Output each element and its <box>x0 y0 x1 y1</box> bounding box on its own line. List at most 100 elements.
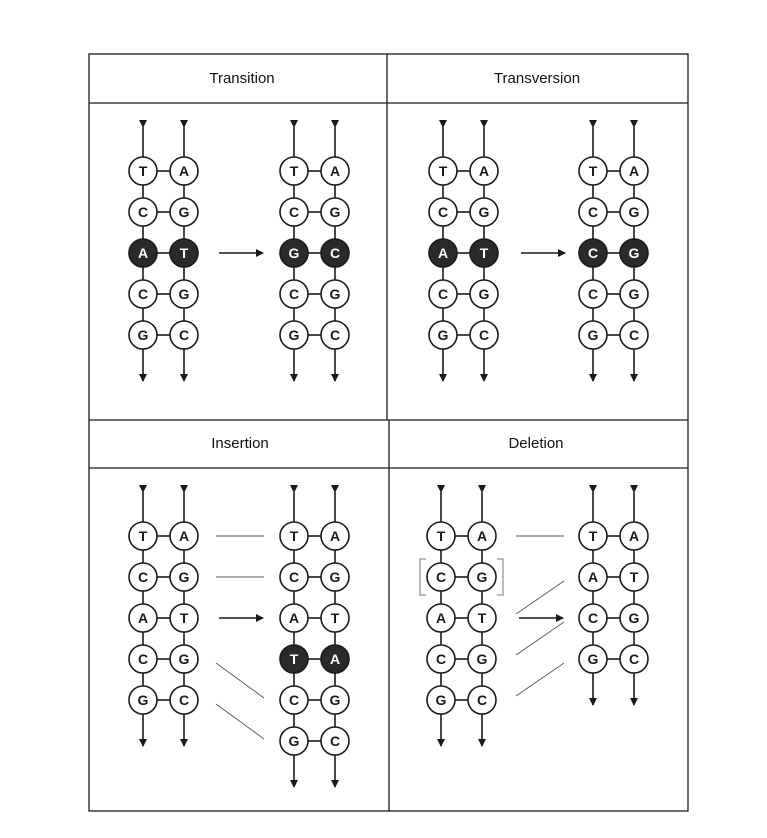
transversion-after-base-circle <box>578 156 608 186</box>
insertion-after-base-letter: C <box>289 692 299 708</box>
transversion-before-base-circle <box>428 320 458 350</box>
deletion-before-base-letter: A <box>436 610 446 626</box>
transversion-after-base-letter: C <box>588 286 598 302</box>
transition-before-base-letter: C <box>138 286 148 302</box>
transition-after-base-circle <box>279 238 309 268</box>
transition-before-base-letter: A <box>138 245 148 261</box>
transversion-before-base-circle <box>428 156 458 186</box>
deletion-after-base-circle <box>578 562 608 592</box>
insertion-after-base-letter: G <box>289 733 300 749</box>
insertion-before-base-circle <box>128 603 158 633</box>
transversion-before-base-letter: G <box>438 327 449 343</box>
transition-after-base-circle <box>279 279 309 309</box>
insertion-before-base-letter: C <box>138 651 148 667</box>
deletion-after-base-circle <box>578 603 608 633</box>
transversion-before-base-letter: A <box>479 163 489 179</box>
transition-before-base-letter: T <box>139 163 148 179</box>
deletion-before-base-circle <box>426 644 456 674</box>
insertion-after-base-circle <box>279 644 309 674</box>
deletion-before-base-circle <box>426 685 456 715</box>
deletion-after-base-letter: C <box>629 651 639 667</box>
transition-after-base-letter: T <box>290 163 299 179</box>
transversion-before-base-circle <box>428 279 458 309</box>
insertion-after-base-letter: G <box>330 692 341 708</box>
transition-after-base-letter: G <box>330 204 341 220</box>
insertion-before-base-letter: C <box>179 692 189 708</box>
insertion-after-base-circle <box>320 562 350 592</box>
transversion-after-base-circle <box>578 197 608 227</box>
insertion-before-base-circle <box>169 562 199 592</box>
insertion-before-base-letter: A <box>179 528 189 544</box>
insertion-after-base-letter: C <box>330 733 340 749</box>
insertion-before-base-letter: G <box>179 569 190 585</box>
transition-before-base-circle <box>128 156 158 186</box>
deletion-before-deletion-bracket-left <box>419 558 426 596</box>
insertion-guide-line <box>215 703 265 740</box>
transition-before-base-letter: C <box>138 204 148 220</box>
transversion-before-base-letter: C <box>479 327 489 343</box>
insertion-before-base-letter: G <box>179 651 190 667</box>
insertion-after-base-circle <box>279 726 309 756</box>
transversion-before-base-circle <box>469 279 499 309</box>
transversion-after-base-letter: G <box>588 327 599 343</box>
insertion-before-base-circle <box>169 644 199 674</box>
insertion-after-base-letter: A <box>330 528 340 544</box>
insertion-after-base-circle <box>320 726 350 756</box>
panel-title-insertion: Insertion <box>211 435 269 452</box>
deletion-before-base-circle <box>467 644 497 674</box>
deletion-after-base-circle <box>619 562 649 592</box>
transition-after-base-letter: A <box>330 163 340 179</box>
transversion-before-base-letter: C <box>438 204 448 220</box>
transition-before-base-letter: G <box>138 327 149 343</box>
deletion-before-base-letter: G <box>436 692 447 708</box>
deletion-before-base-circle <box>467 521 497 551</box>
deletion-after-base-letter: G <box>629 610 640 626</box>
insertion-before-base-letter: A <box>138 610 148 626</box>
panel-grid <box>88 53 689 812</box>
transversion-before-base-letter: T <box>439 163 448 179</box>
insertion-before-base-circle <box>169 685 199 715</box>
deletion-before-base-letter: G <box>477 569 488 585</box>
transversion-before-base-letter: T <box>480 245 489 261</box>
deletion-before-base-letter: A <box>477 528 487 544</box>
insertion-before-base-circle <box>128 644 158 674</box>
transition-after-base-circle <box>279 197 309 227</box>
deletion-after-base-letter: A <box>588 569 598 585</box>
transversion-after-base-letter: T <box>589 163 598 179</box>
deletion-guide-line <box>515 621 565 656</box>
transition-before-base-circle <box>128 197 158 227</box>
insertion-before-base-circle <box>128 685 158 715</box>
transition-after-base-circle <box>279 156 309 186</box>
transition-after-base-letter: G <box>289 245 300 261</box>
deletion-after-base-letter: C <box>588 610 598 626</box>
transversion-after-base-circle <box>619 197 649 227</box>
transversion-after-base-letter: C <box>588 204 598 220</box>
transversion-after-base-letter: G <box>629 245 640 261</box>
insertion-after-base-letter: G <box>330 569 341 585</box>
deletion-before-base-circle <box>426 603 456 633</box>
transversion-after-base-circle <box>578 238 608 268</box>
deletion-before-base-letter: T <box>437 528 446 544</box>
deletion-before-base-letter: T <box>478 610 487 626</box>
deletion-before-base-circle <box>467 562 497 592</box>
deletion-after-base-letter: A <box>629 528 639 544</box>
insertion-after-base-letter: T <box>290 528 299 544</box>
transversion-before-base-circle <box>469 197 499 227</box>
transition-after-base-circle <box>320 320 350 350</box>
insertion-after-base-circle <box>320 521 350 551</box>
insertion-before-base-circle <box>169 603 199 633</box>
deletion-after-base-letter: G <box>588 651 599 667</box>
transversion-after-base-circle <box>619 238 649 268</box>
transversion-after-base-letter: C <box>588 245 598 261</box>
transition-before-base-letter: A <box>179 163 189 179</box>
deletion-before-base-circle <box>467 685 497 715</box>
insertion-after-base-letter: C <box>289 569 299 585</box>
deletion-before-base-letter: G <box>477 651 488 667</box>
transversion-after-base-letter: C <box>629 327 639 343</box>
transition-after-base-circle <box>320 156 350 186</box>
deletion-before-base-circle <box>426 521 456 551</box>
deletion-guide-line <box>515 580 565 615</box>
insertion-after-base-letter: A <box>289 610 299 626</box>
